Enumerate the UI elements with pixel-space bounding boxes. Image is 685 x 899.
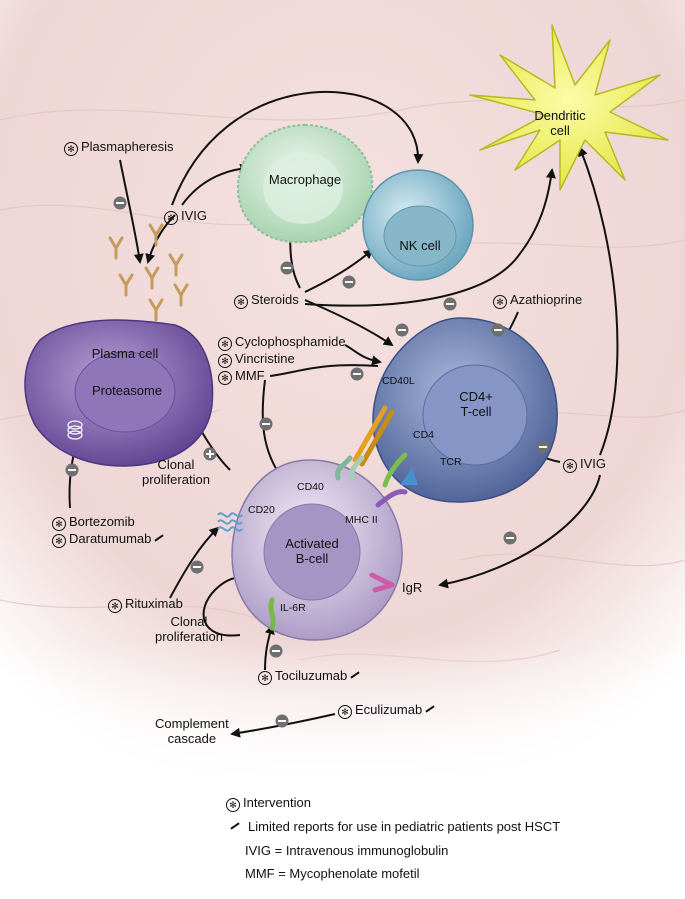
antibodies: [108, 223, 189, 322]
star-icon: ✻: [52, 534, 66, 548]
tocilizumab-label: ✻Tociluzumab: [258, 668, 368, 685]
minus-badge-eculizumab: [275, 714, 289, 728]
star-icon: ✻: [563, 459, 577, 473]
ivig-top-label: ✻IVIG: [164, 208, 207, 225]
receptor-il6r: [268, 597, 276, 631]
limited-use-icon: [350, 671, 360, 679]
receptor-igr: [369, 572, 395, 593]
steroids-label: ✻Steroids: [234, 292, 299, 309]
minus-badge-steroids-nk: [342, 275, 356, 289]
daratumumab-label: ✻Daratumumab: [52, 531, 172, 548]
t-cell: [372, 317, 558, 503]
vincristine-label: ✻Vincristine: [218, 351, 295, 368]
minus-badge-ivig-igr: [503, 531, 517, 545]
star-icon: ✻: [493, 295, 507, 309]
proteasome-label: Proteasome: [91, 383, 163, 398]
legend-ivig: IVIG = Intravenous immunoglobulin: [245, 843, 449, 858]
macrophage: [236, 123, 374, 244]
mmf-label: ✻MMF: [218, 368, 265, 385]
eculizumab-label: ✻Eculizumab: [338, 702, 443, 719]
arrow-steroids-tcell: [304, 299, 394, 347]
ivig-right-label: ✻IVIG: [563, 456, 606, 473]
plasmapheresis-label: ✻Plasmapheresis: [64, 139, 174, 156]
minus-badge-plasmapheresis: [113, 196, 127, 210]
star-icon: ✻: [218, 371, 232, 385]
receptor-cd40l: [352, 405, 395, 467]
limited-use-icon: [425, 705, 435, 713]
macrophage-label: Macrophage: [268, 172, 342, 187]
minus-badge-steroids-tcell: [395, 323, 409, 337]
b-cell-label: Activated B-cell: [285, 536, 339, 566]
cd4-label: CD4: [413, 429, 435, 441]
plasma-cell: [24, 319, 214, 467]
minus-badge-bortezomib: [65, 463, 79, 477]
arrow-ivig-nk: [171, 90, 424, 206]
legend-intervention: ✻Intervention: [226, 795, 311, 812]
minus-badge-tocilizumab: [269, 644, 283, 658]
legend-limited: Limited reports for use in pediatric pat…: [226, 819, 560, 834]
minus-badge-cyclo: [350, 367, 364, 381]
clonal-proliferation-label-2: Clonal proliferation: [155, 614, 223, 644]
cyclophosphamide-label: ✻Cyclophosphamide: [218, 334, 346, 351]
arrow-ivig-igr: [438, 474, 601, 589]
arrow-steroids-nk: [304, 248, 374, 293]
receptor-cd4: [382, 452, 408, 488]
star-icon: ✻: [338, 705, 352, 719]
star-icon: ✻: [52, 517, 66, 531]
receptor-tcr: [400, 468, 418, 485]
t-cell-label: CD4+ T-cell: [459, 389, 493, 419]
cd40l-label: CD40L: [382, 375, 415, 387]
tcr-label: TCR: [440, 456, 462, 468]
dendritic-cell: [469, 24, 669, 191]
nk-cell: [362, 169, 474, 281]
mhc2-label: MHC II: [345, 514, 378, 526]
bortezomib-label: ✻Bortezomib: [52, 514, 135, 531]
badges: [65, 196, 550, 728]
nk-cell-label: NK cell: [399, 238, 441, 253]
limited-use-icon: [230, 822, 240, 830]
proteasome-icon: [67, 420, 83, 440]
diagram-canvas: Dendritic cell Macrophage NK cell Plasma…: [0, 0, 685, 780]
igr-label: IgR: [402, 580, 423, 595]
arrow-steroids-dc: [304, 168, 556, 307]
arrow-plasmapheresis: [119, 159, 144, 264]
legend-mmf: MMF = Mycophenolate mofetil: [245, 866, 420, 881]
star-icon: ✻: [164, 211, 178, 225]
rituximab-label: ✻Rituximab: [108, 596, 183, 613]
complement-cascade-label: Complement cascade: [155, 716, 229, 746]
star-icon: ✻: [226, 798, 240, 812]
clonal-proliferation-label-1: Clonal proliferation: [142, 457, 210, 487]
minus-badge-mmf: [259, 417, 273, 431]
minus-badge-steroids-dc: [443, 297, 457, 311]
plus-badge-clonal: [203, 447, 217, 461]
dendritic-cell-label: Dendritic cell: [534, 108, 586, 138]
receptor-mhc2: [375, 489, 408, 508]
cd40-label: CD40: [297, 481, 324, 493]
star-icon: ✻: [258, 671, 272, 685]
minus-badge-ivig-tcell: [536, 440, 550, 454]
minus-badge-rituximab: [190, 560, 204, 574]
receptor-cd20: [217, 512, 243, 532]
minus-badge-azathioprine: [491, 323, 505, 337]
star-icon: ✻: [218, 337, 232, 351]
arrow-ivig-dc: [578, 146, 619, 456]
arrow-rituximab: [169, 526, 220, 599]
star-icon: ✻: [234, 295, 248, 309]
minus-badge-steroids-macrophage: [280, 261, 294, 275]
star-icon: ✻: [64, 142, 78, 156]
b-cell: [231, 459, 403, 641]
cd20-label: CD20: [248, 504, 275, 516]
il6r-label: IL-6R: [280, 602, 306, 614]
limited-use-icon: [154, 534, 165, 542]
arrow-mmf-tcell: [269, 364, 379, 377]
receptor-cd40: [334, 455, 365, 481]
arrow-cyclo-tcell: [344, 344, 382, 366]
star-icon: ✻: [218, 354, 232, 368]
azathioprine-label: ✻Azathioprine: [493, 292, 582, 309]
star-icon: ✻: [108, 599, 122, 613]
plasma-cell-label: Plasma cell: [91, 346, 159, 361]
